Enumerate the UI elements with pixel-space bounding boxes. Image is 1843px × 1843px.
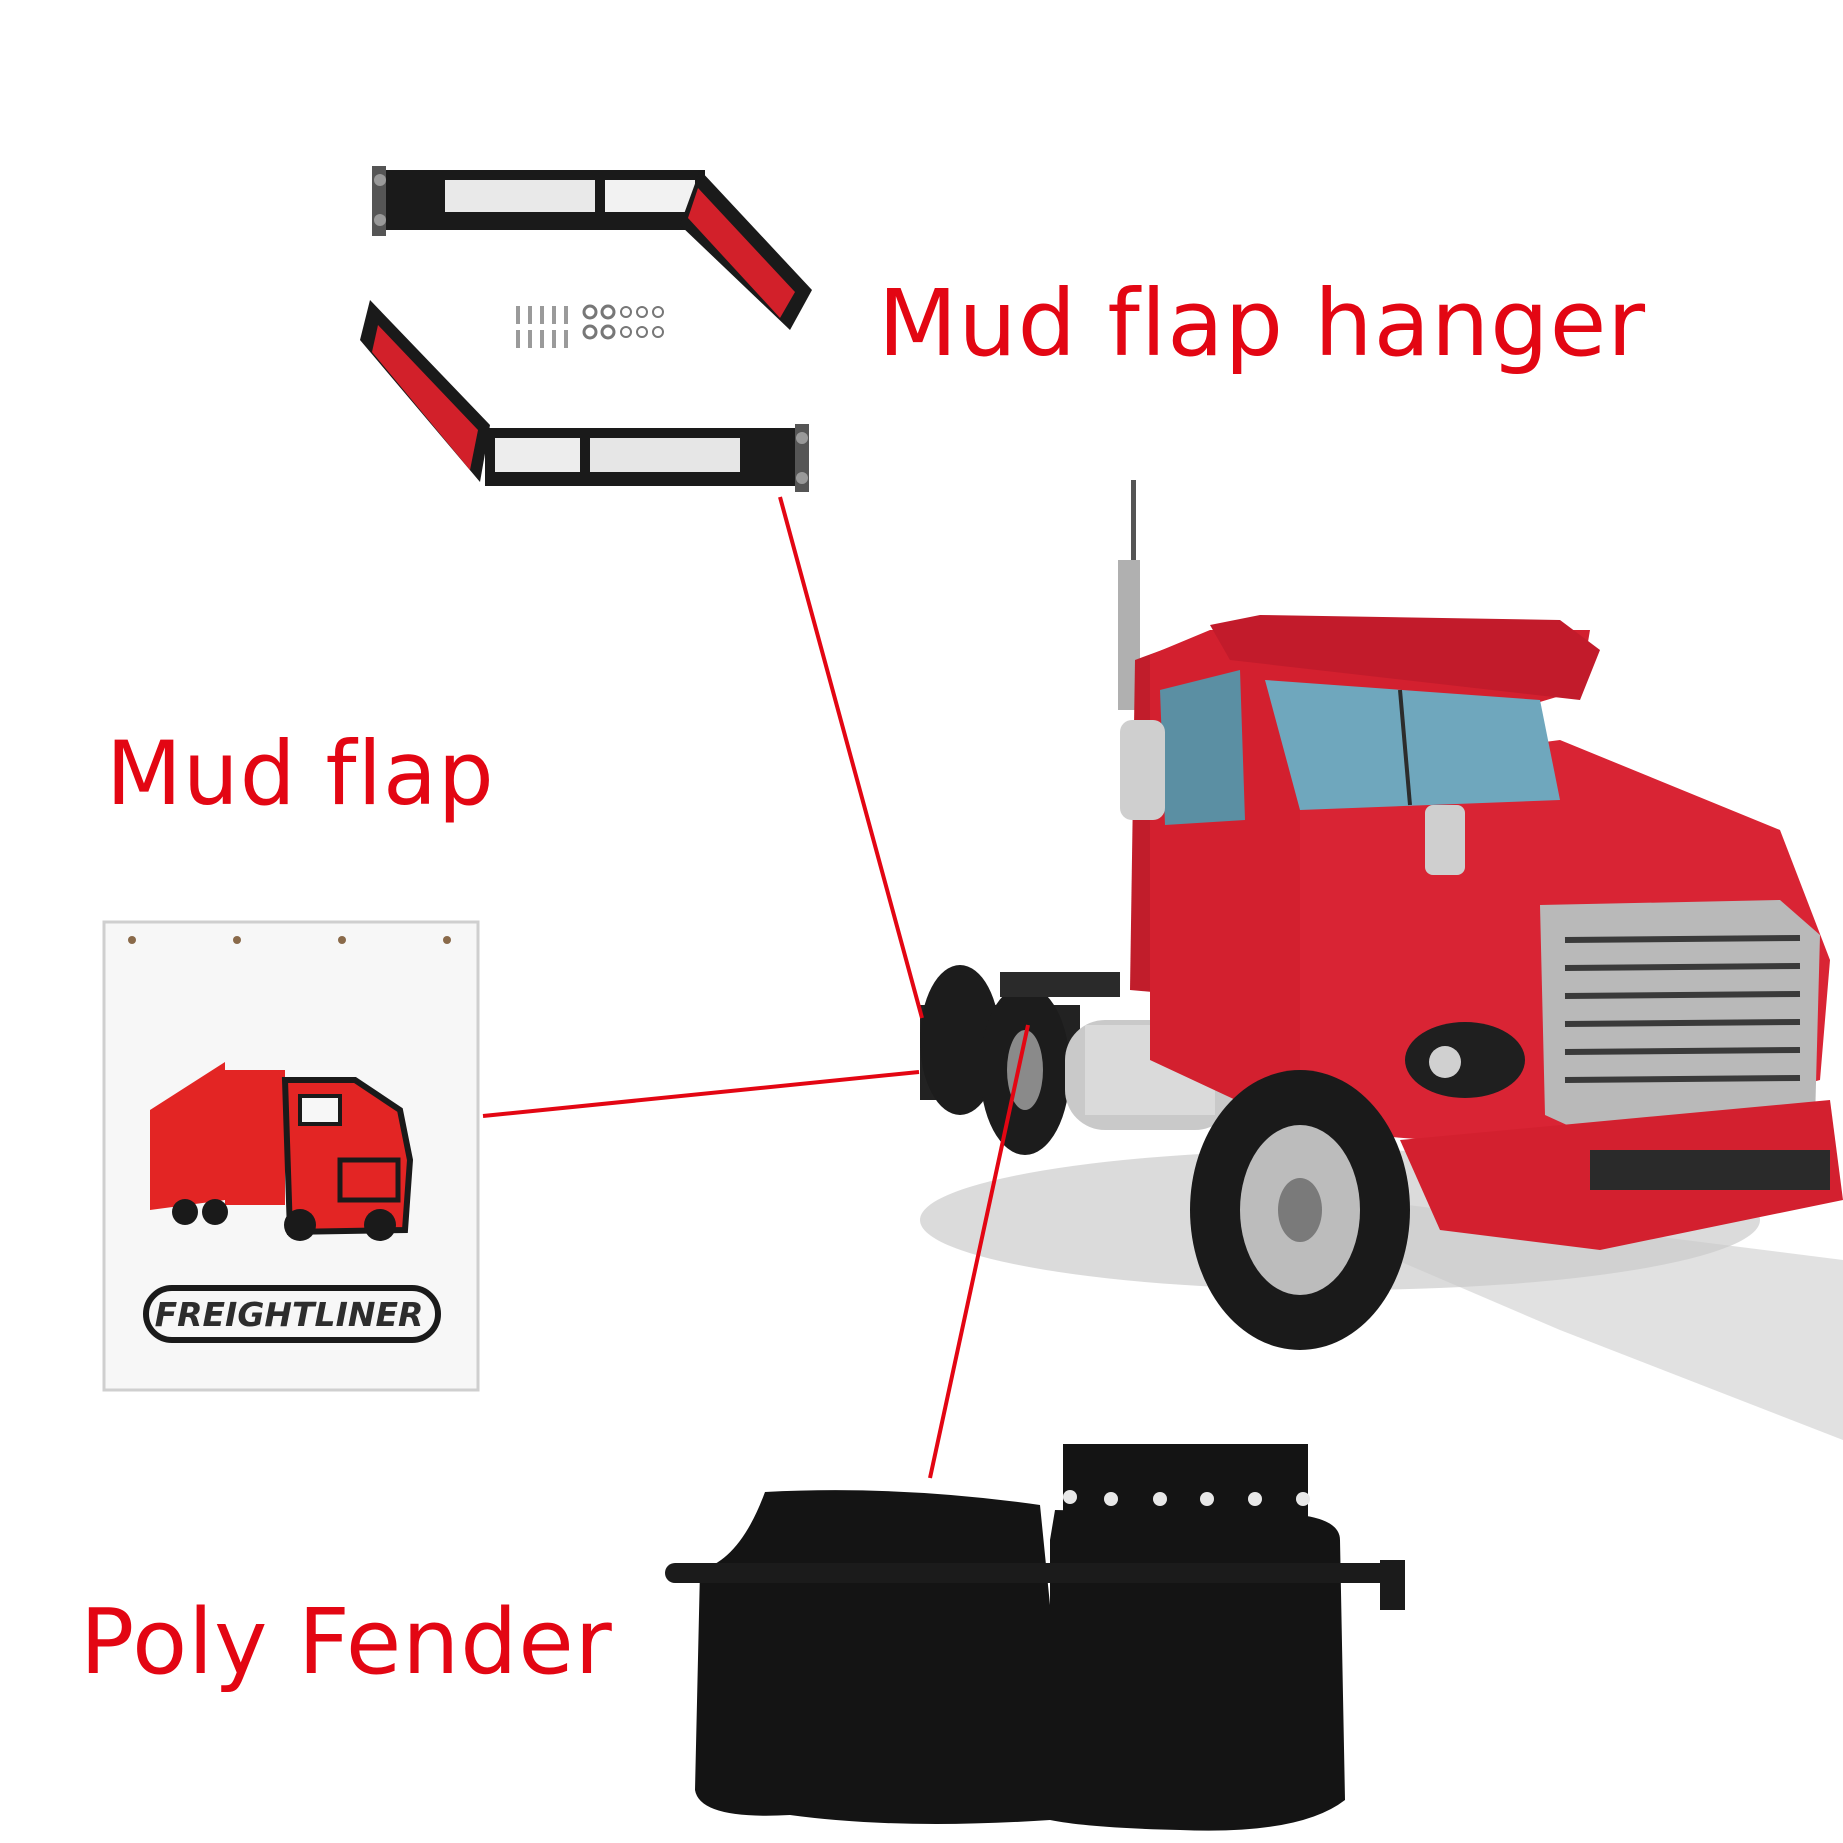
connector-fender <box>928 1024 1030 1479</box>
hanger-bracket-bottom <box>360 300 809 492</box>
label-poly-fender: Poly Fender <box>80 1590 613 1695</box>
mud-flap-hanger-image <box>360 166 812 492</box>
label-mud-flap: Mud flap <box>106 722 495 825</box>
connector-mudflap <box>482 1070 920 1118</box>
freightliner-truck-logo <box>150 1062 414 1241</box>
connector-hanger <box>778 496 924 1019</box>
poly-fender-image <box>665 1444 1405 1831</box>
mud-flap-image <box>102 920 480 1392</box>
hanger-hardware <box>516 304 664 348</box>
connector-lines <box>482 496 1030 1479</box>
mud-flap-brand-text: FREIGHTLINER <box>154 1295 424 1334</box>
label-mud-flap-hanger: Mud flap hanger <box>878 270 1647 377</box>
semi-truck-image <box>920 480 1843 1440</box>
hanger-bracket-top <box>372 166 812 330</box>
